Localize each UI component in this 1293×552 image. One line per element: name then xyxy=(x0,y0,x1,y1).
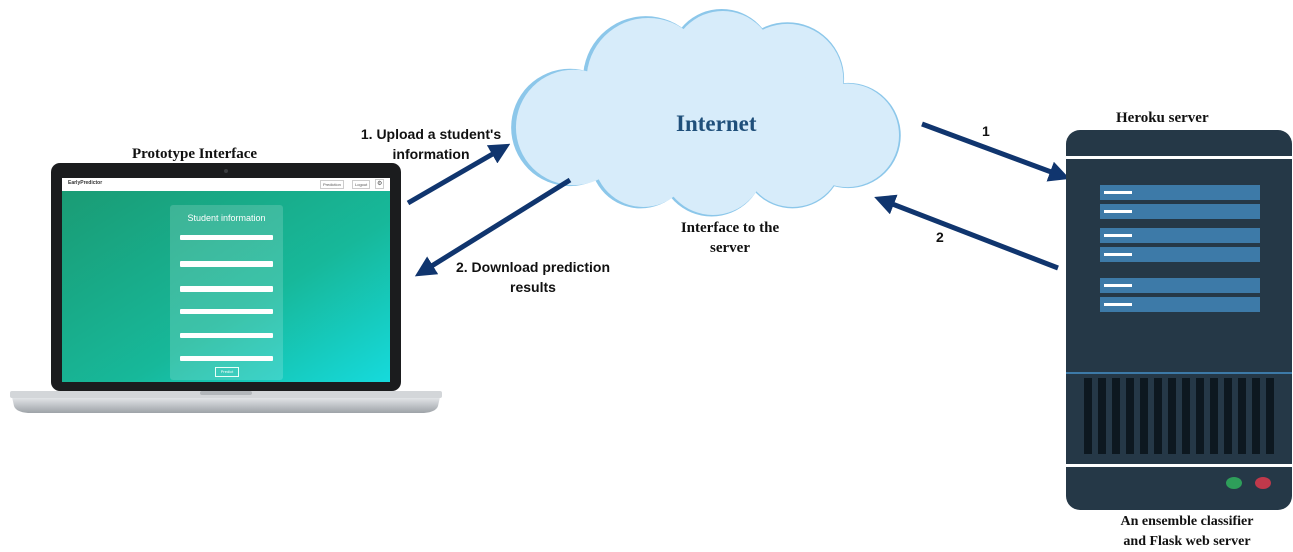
download-arrow xyxy=(414,177,572,277)
form-title: Student information xyxy=(187,213,266,223)
form-field[interactable] xyxy=(180,309,273,314)
logout-nav-button[interactable]: Logout xyxy=(352,180,371,189)
server-illustration xyxy=(1066,130,1292,510)
form-field[interactable] xyxy=(180,235,273,240)
classifier-label-line2: and Flask web server xyxy=(1123,534,1251,549)
app-navbar: EarlyPredictor Prediction Logout ⚙ xyxy=(62,178,390,191)
classifier-label: An ensemble classifier and Flask web ser… xyxy=(1096,512,1278,552)
red-status-light xyxy=(1255,477,1271,489)
classifier-label-line1: An ensemble classifier xyxy=(1120,514,1254,529)
heroku-server-label: Heroku server xyxy=(1116,110,1209,126)
laptop-screen xyxy=(62,178,390,382)
form-field[interactable] xyxy=(180,286,273,292)
laptop-base xyxy=(12,397,440,413)
form-field[interactable] xyxy=(180,356,273,361)
server-vents xyxy=(1084,378,1274,454)
arrow-to-server xyxy=(921,121,1070,182)
server-body xyxy=(1066,130,1292,510)
upload-label: 1. Upload a student's information xyxy=(356,124,506,164)
upload-label-line2: information xyxy=(392,146,470,162)
arrow-from-server-number: 2 xyxy=(936,229,944,245)
download-label: 2. Download prediction results xyxy=(448,257,618,297)
download-label-line2: results xyxy=(510,279,556,295)
form-field[interactable] xyxy=(180,261,273,267)
student-form-panel: Student information Predict xyxy=(170,205,283,380)
upload-arrow xyxy=(406,143,511,206)
interface-to-server-line1: Interface to the xyxy=(680,220,780,236)
interface-to-server-line2: server xyxy=(710,240,750,256)
prototype-interface-label: Prototype Interface xyxy=(132,146,258,162)
interface-to-server-label: Interface to the server xyxy=(660,218,800,258)
settings-icon[interactable]: ⚙ xyxy=(375,179,385,189)
green-status-light xyxy=(1226,477,1242,489)
internet-label: Internet xyxy=(676,111,757,136)
server-drive-bays xyxy=(1100,185,1260,312)
predict-button[interactable]: Predict xyxy=(215,367,239,377)
download-label-line1: 2. Download prediction xyxy=(455,259,610,275)
upload-label-line1: 1. Upload a student's xyxy=(360,126,502,142)
form-field[interactable] xyxy=(180,333,273,338)
arrow-to-server-number: 1 xyxy=(982,123,990,139)
arrow-from-server xyxy=(874,194,1059,271)
app-logo[interactable]: EarlyPredictor xyxy=(68,180,103,186)
prediction-nav-button[interactable]: Prediction xyxy=(320,180,344,189)
laptop-illustration xyxy=(10,163,442,413)
